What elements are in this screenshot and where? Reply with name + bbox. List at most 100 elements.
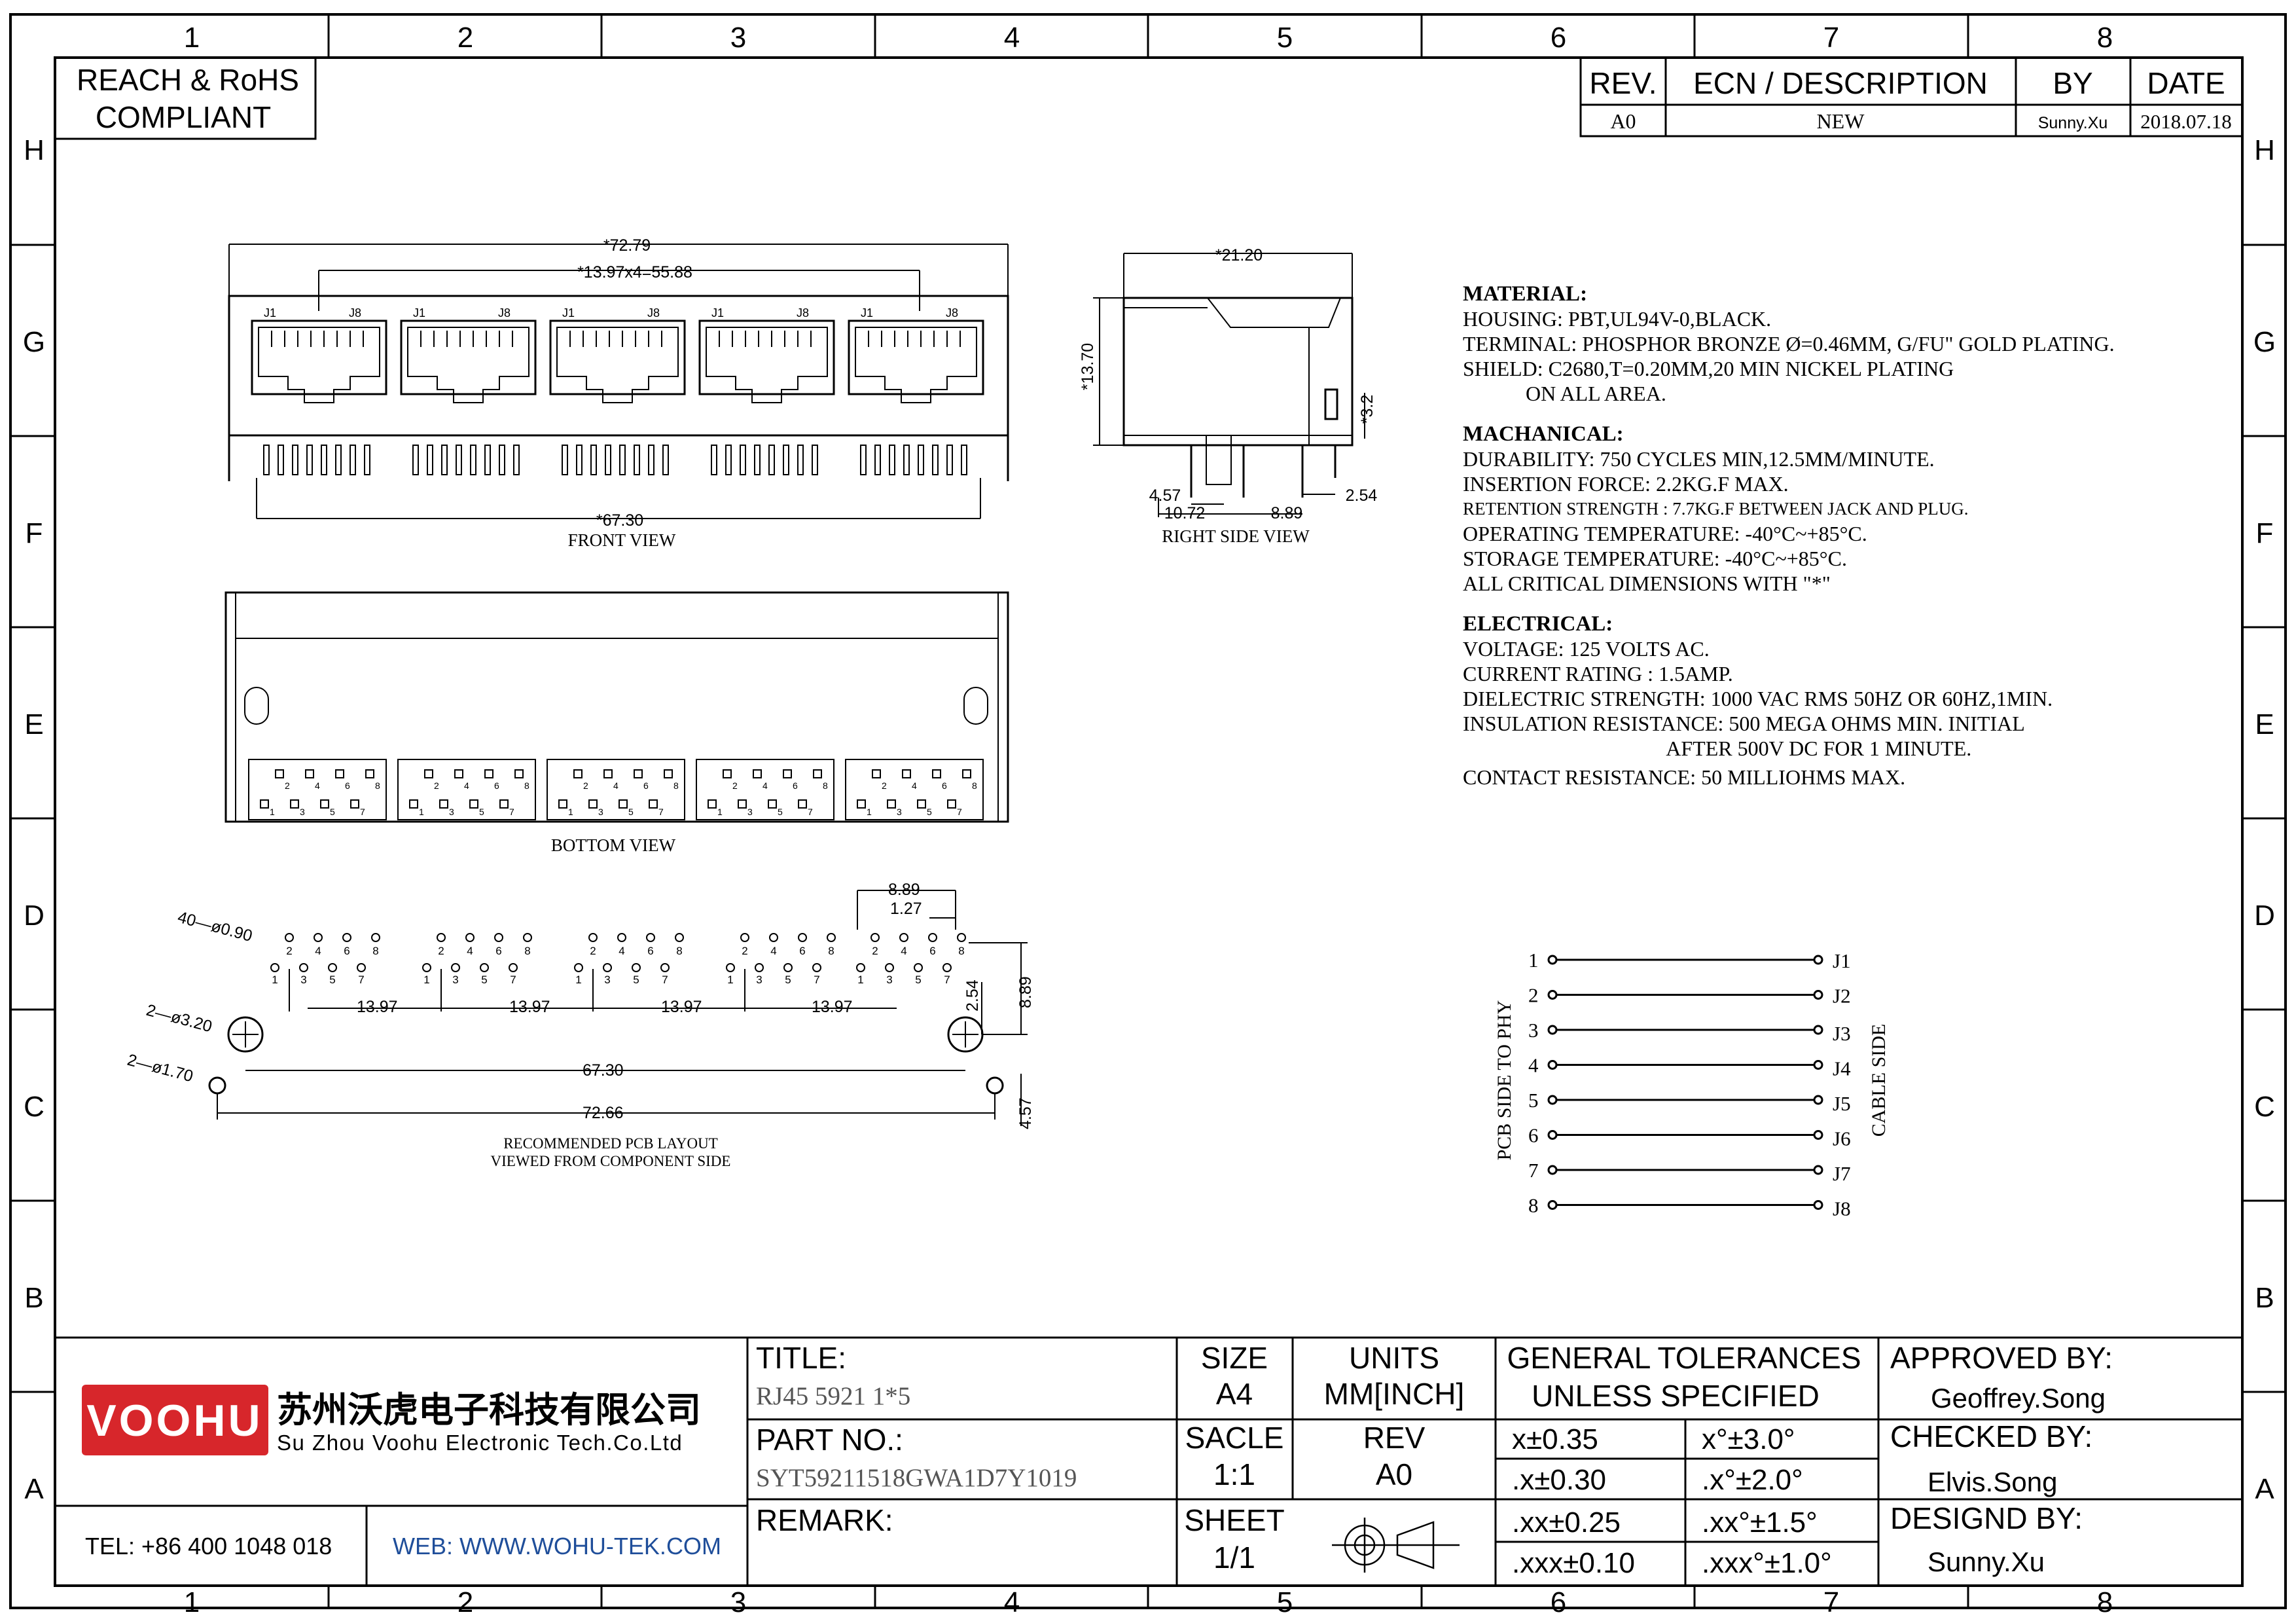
grid-row-b-right: B: [2255, 1282, 2274, 1314]
schematic-pin-number: 8: [1528, 1194, 1539, 1217]
bottom-pin-number: 8: [375, 780, 380, 791]
side-dim-a: 4.57: [1149, 486, 1181, 505]
side-view-caption: RIGHT SIDE VIEW: [1162, 526, 1310, 546]
mechanical-line: INSERTION FORCE: 2.2KG.F MAX.: [1463, 472, 1789, 496]
designed-value: Sunny.Xu: [1928, 1546, 2045, 1577]
rev-value: A0: [1376, 1457, 1412, 1491]
pcb-pin-number: 7: [814, 974, 819, 986]
bottom-pin-number: 8: [673, 780, 679, 791]
bottom-pin-number: 4: [762, 780, 768, 791]
bottom-pin-number: 8: [524, 780, 529, 791]
bottom-pin-number: 3: [449, 807, 454, 817]
front-dim-overall: *72.79: [603, 236, 651, 255]
pcb-pin-number: 2: [872, 945, 878, 957]
pcb-pin-number: 4: [315, 945, 321, 957]
port-label-j8: J8: [498, 306, 511, 319]
tolerance-angular-1: .x°±2.0°: [1702, 1464, 1803, 1496]
bottom-pin-number: 1: [568, 807, 573, 817]
tolerance-angular-3: .xxx°±1.0°: [1702, 1547, 1832, 1579]
grid-row-d-left: D: [24, 900, 45, 932]
grid-col-4-top: 4: [1004, 22, 1020, 54]
schematic-right-label: CABLE SIDE: [1868, 1024, 1890, 1137]
grid-row-a-right: A: [2255, 1473, 2274, 1505]
grid-col-2-top: 2: [457, 22, 473, 54]
pcb-holes-small-label: 2—ø1.70: [125, 1051, 195, 1086]
title-block: [55, 1336, 2242, 1586]
grid-row-c-left: C: [24, 1091, 45, 1123]
grid-row-e-right: E: [2255, 708, 2274, 740]
bottom-pin-number: 2: [434, 780, 439, 791]
grid-row-a-left: A: [24, 1473, 44, 1505]
grid-col-2-bottom: 2: [457, 1586, 473, 1618]
tolerance-linear-3: .xxx±0.10: [1512, 1547, 1635, 1579]
bottom-pin-number: 1: [867, 807, 872, 817]
schematic-jack-label: J5: [1833, 1092, 1851, 1115]
front-view-caption: FRONT VIEW: [568, 530, 676, 550]
material-title: MATERIAL:: [1463, 282, 1588, 306]
pcb-pin-number: 8: [524, 945, 530, 957]
pcb-dim-1-27: 1.27: [890, 900, 922, 918]
logo-text: VOOHU: [86, 1396, 262, 1446]
grid-row-d-right: D: [2254, 900, 2275, 932]
pcb-pin-number: 3: [452, 974, 458, 986]
bottom-pin-number: 8: [972, 780, 977, 791]
pcb-pin-number: 3: [604, 974, 610, 986]
web-link[interactable]: WEB: WWW.WOHU-TEK.COM: [393, 1533, 721, 1559]
front-dim-pitch: *13.97x4=55.88: [577, 263, 692, 282]
electrical-line: AFTER 500V DC FOR 1 MINUTE.: [1463, 737, 1972, 760]
bottom-pin-number: 2: [285, 780, 290, 791]
schematic-jack-label: J1: [1833, 949, 1851, 972]
designed-label: DESIGND BY:: [1890, 1501, 2083, 1535]
grid-col-3-bottom: 3: [730, 1586, 746, 1618]
pcb-pin-number: 6: [929, 945, 935, 957]
port-label-j1: J1: [562, 306, 575, 319]
pcb-pin-number: 8: [676, 945, 682, 957]
pcb-pin-number: 3: [756, 974, 762, 986]
electrical-title: ELECTRICAL:: [1463, 612, 1613, 636]
bottom-pin-number: 6: [793, 780, 798, 791]
units-label: UNITS: [1349, 1341, 1439, 1375]
approved-label: APPROVED BY:: [1890, 1341, 2113, 1375]
schematic-row: 1 J1: [1528, 949, 1851, 972]
schematic-jack-label: J7: [1833, 1162, 1851, 1185]
company-name-en: Su Zhou Voohu Electronic Tech.Co.Ltd: [277, 1431, 683, 1455]
pcb-pin-number: 6: [647, 945, 653, 957]
rev-cell-date: 2018.07.18: [2140, 110, 2232, 133]
pcb-pin-number: 7: [662, 974, 668, 986]
bottom-pin-number: 2: [583, 780, 588, 791]
bottom-pin-number: 1: [270, 807, 275, 817]
pcb-pin-number: 4: [467, 945, 473, 957]
tolerance-angular-2: .xx°±1.5°: [1702, 1506, 1818, 1539]
grid-row-g-left: G: [23, 326, 45, 358]
pcb-pin-number: 5: [915, 974, 921, 986]
pcb-dim-4-57: 4.57: [1016, 1097, 1035, 1129]
bottom-pin-number: 6: [942, 780, 947, 791]
electrical-line: INSULATION RESISTANCE: 500 MEGA OHMS MIN…: [1463, 712, 2025, 735]
part-label: PART NO.:: [756, 1423, 903, 1457]
grid-row-f-left: F: [26, 517, 43, 549]
bottom-pin-number: 6: [494, 780, 499, 791]
side-dim-tab: *3.2: [1358, 395, 1376, 424]
schematic-pin-number: 1: [1528, 949, 1539, 972]
pcb-dim-2-54: 2.54: [963, 979, 982, 1012]
rev-cell-by: Sunny.Xu: [2038, 114, 2108, 132]
side-dim-b: 10.72: [1164, 504, 1206, 522]
grid-row-h-left: H: [24, 134, 45, 166]
pcb-dim-72-66: 72.66: [583, 1104, 624, 1122]
revision-table: REV. ECN / DESCRIPTION BY DATE A0 NEW Su…: [1579, 56, 2244, 137]
pcb-pin-number: 1: [857, 974, 863, 986]
pcb-pin-number: 6: [344, 945, 350, 957]
bottom-pin-number: 5: [927, 807, 932, 817]
mechanical-title: MACHANICAL:: [1463, 422, 1624, 446]
bottom-pin-number: 5: [628, 807, 634, 817]
rev-header-by: BY: [2053, 66, 2092, 100]
tel-number: TEL: +86 400 1048 018: [85, 1533, 332, 1559]
